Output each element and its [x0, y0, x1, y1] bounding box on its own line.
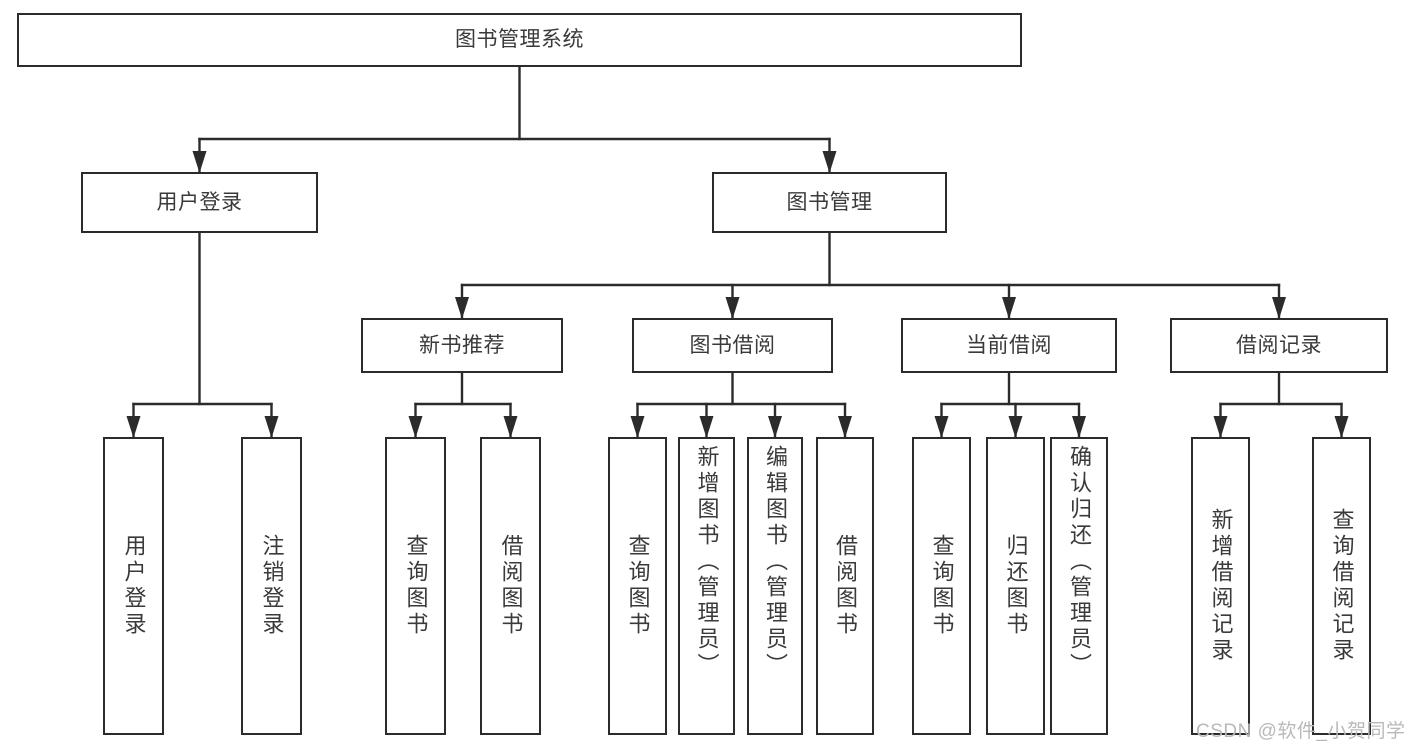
- node-label: 借阅记录: [1236, 333, 1322, 357]
- arrowhead: [699, 416, 714, 438]
- arrowhead: [725, 297, 740, 319]
- node-label: 借阅图书: [498, 534, 524, 638]
- node-leaf-query-book-1[interactable]: 查询图书: [385, 437, 446, 735]
- arrowhead: [192, 151, 207, 173]
- node-new-book-rec[interactable]: 新书推荐: [361, 318, 563, 373]
- arrowhead: [1002, 297, 1016, 319]
- node-leaf-edit-book[interactable]: 编辑图书（管理员）: [747, 437, 803, 735]
- node-label: 用户登录: [156, 190, 243, 214]
- arrowhead: [768, 416, 782, 438]
- arrowhead: [1072, 416, 1086, 438]
- node-leaf-query-book-3[interactable]: 查询图书: [912, 437, 971, 735]
- node-current-borrow[interactable]: 当前借阅: [901, 318, 1117, 373]
- arrowhead: [1213, 416, 1228, 438]
- node-label: 查询图书: [929, 534, 955, 638]
- node-leaf-user-login[interactable]: 用户登录: [103, 437, 164, 735]
- node-label: 归还图书: [1003, 534, 1029, 638]
- node-label: 当前借阅: [966, 333, 1052, 357]
- arrowhead: [408, 416, 423, 438]
- node-leaf-user-logout[interactable]: 注销登录: [241, 437, 302, 735]
- node-leaf-add-record[interactable]: 新增借阅记录: [1191, 437, 1250, 735]
- node-leaf-query-book-2[interactable]: 查询图书: [608, 437, 667, 735]
- node-leaf-return-book[interactable]: 归还图书: [986, 437, 1045, 735]
- node-label: 查询图书: [625, 534, 651, 638]
- node-borrow-record[interactable]: 借阅记录: [1170, 318, 1388, 373]
- arrowhead: [1334, 416, 1349, 438]
- arrowhead: [630, 416, 645, 438]
- node-label: 图书管理系统: [455, 28, 584, 52]
- arrowhead: [455, 297, 469, 319]
- node-label: 新增借阅记录: [1208, 508, 1234, 664]
- arrowhead: [126, 416, 141, 438]
- node-root[interactable]: 图书管理系统: [17, 13, 1022, 67]
- arrowhead: [503, 416, 518, 438]
- node-label: 注销登录: [259, 534, 285, 638]
- node-label: 查询借阅记录: [1329, 508, 1355, 664]
- node-label: 用户登录: [121, 534, 147, 638]
- node-leaf-borrow-book-2[interactable]: 借阅图书: [816, 437, 874, 735]
- node-label: 新增图书（管理员）: [694, 445, 720, 679]
- arrowhead: [934, 416, 949, 438]
- node-leaf-borrow-book-1[interactable]: 借阅图书: [480, 437, 541, 735]
- node-leaf-add-book[interactable]: 新增图书（管理员）: [678, 437, 735, 735]
- node-label: 图书借阅: [689, 333, 776, 357]
- node-book-borrow[interactable]: 图书借阅: [632, 318, 833, 373]
- node-label: 编辑图书（管理员）: [762, 445, 788, 679]
- node-leaf-query-record[interactable]: 查询借阅记录: [1312, 437, 1371, 735]
- arrowhead: [838, 416, 852, 438]
- arrowhead: [822, 151, 837, 173]
- node-label: 借阅图书: [832, 534, 858, 638]
- node-label: 新书推荐: [419, 333, 505, 357]
- node-label: 查询图书: [403, 534, 429, 638]
- node-user-login[interactable]: 用户登录: [81, 172, 318, 233]
- arrowhead: [1272, 297, 1286, 319]
- node-leaf-confirm-return[interactable]: 确认归还（管理员）: [1050, 437, 1108, 735]
- node-label: 图书管理: [786, 190, 873, 214]
- arrowhead: [264, 416, 279, 438]
- node-label: 确认归还（管理员）: [1066, 445, 1092, 679]
- node-book-manage[interactable]: 图书管理: [712, 172, 947, 233]
- csdn-watermark: CSDN @软件_小贺同学: [1196, 721, 1405, 742]
- arrowhead: [1008, 416, 1023, 438]
